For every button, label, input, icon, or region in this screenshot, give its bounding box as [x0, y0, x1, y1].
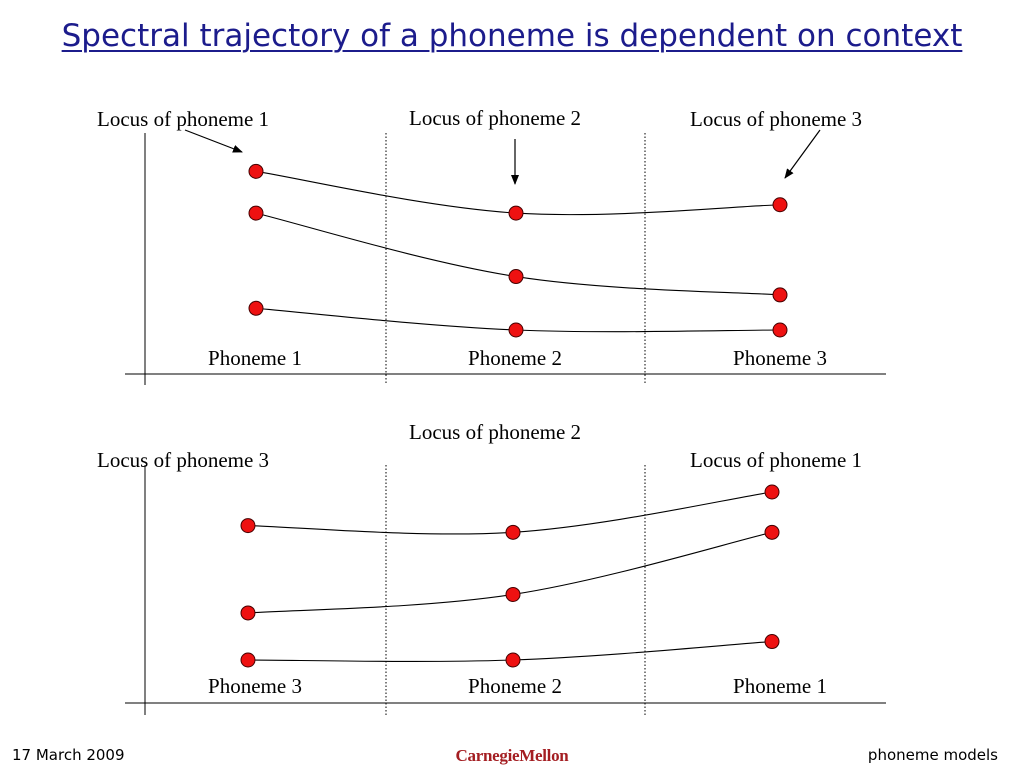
- locus-point: [248, 163, 264, 179]
- phoneme-label: Phoneme 1: [208, 346, 302, 370]
- locus-point: [764, 634, 780, 650]
- trajectory-group: [248, 163, 788, 338]
- locus-arrow: [184, 129, 243, 153]
- locus-point: [505, 652, 521, 668]
- locus-point: [240, 652, 256, 668]
- locus-point: [248, 300, 264, 316]
- phoneme-label: Phoneme 3: [208, 674, 302, 698]
- locus-point: [772, 322, 788, 338]
- locus-label: Locus of phoneme 3: [97, 448, 269, 472]
- carnegie-mellon-logo: CarnegieMellon: [455, 746, 569, 765]
- locus-point: [508, 322, 524, 338]
- locus-point: [764, 484, 780, 500]
- slide-title: Spectral trajectory of a phoneme is depe…: [61, 18, 963, 54]
- locus-label: Locus of phoneme 1: [97, 107, 269, 131]
- locus-point: [772, 287, 788, 303]
- phoneme-label: Phoneme 3: [733, 346, 827, 370]
- locus-label: Locus of phoneme 2: [409, 420, 581, 444]
- locus-point: [240, 605, 256, 621]
- locus-point: [764, 524, 780, 540]
- phoneme-label: Phoneme 1: [733, 674, 827, 698]
- locus-point: [248, 205, 264, 221]
- locus-point: [508, 269, 524, 285]
- locus-point: [505, 524, 521, 540]
- footer-date: 17 March 2009: [12, 746, 125, 764]
- locus-point: [772, 197, 788, 213]
- locus-arrow: [784, 129, 821, 179]
- locus-point: [505, 586, 521, 602]
- trajectory-group: [240, 484, 780, 668]
- locus-label: Locus of phoneme 3: [690, 107, 862, 131]
- locus-label: Locus of phoneme 2: [409, 106, 581, 130]
- locus-point: [240, 518, 256, 534]
- locus-label: Locus of phoneme 1: [690, 448, 862, 472]
- bottom-diagram: Locus of phoneme 3 Locus of phoneme 2 Lo…: [97, 420, 886, 715]
- phoneme-label: Phoneme 2: [468, 674, 562, 698]
- locus-point: [508, 205, 524, 221]
- top-diagram: Locus of phoneme 1 Locus of phoneme 2 Lo…: [97, 106, 886, 385]
- footer-topic: phoneme models: [867, 746, 998, 764]
- phoneme-label: Phoneme 2: [468, 346, 562, 370]
